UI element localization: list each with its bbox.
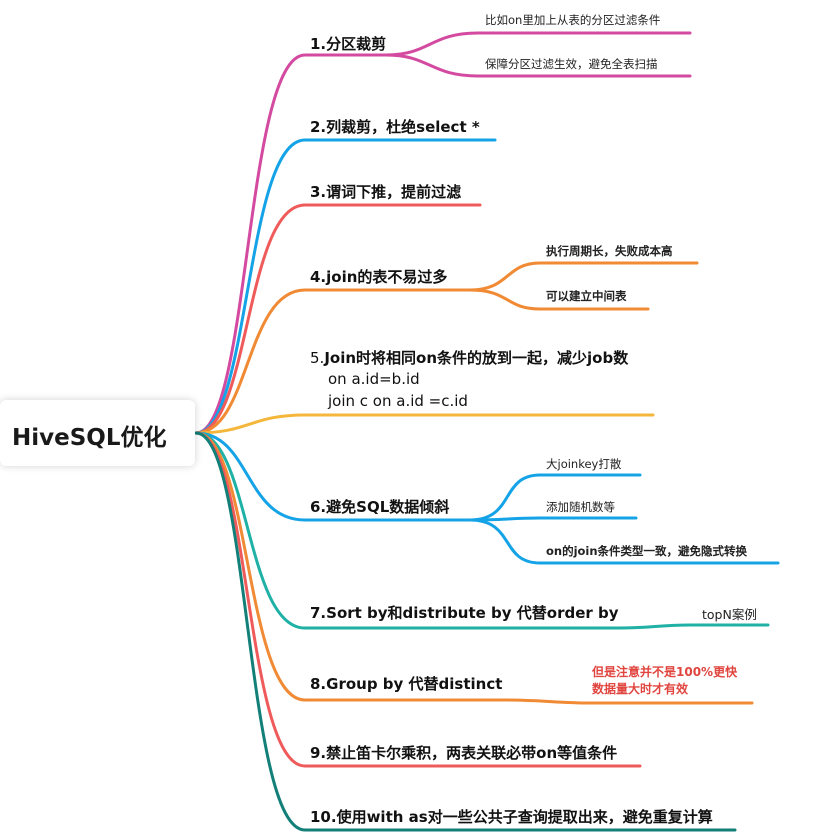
branch-1-child-1[interactable]: 比如on里加上从表的分区过滤条件	[485, 13, 661, 27]
connector-branch-10	[194, 431, 737, 832]
branch-8-label[interactable]: 8.Group by 代替distinct	[310, 675, 503, 693]
branch-9-label[interactable]: 9.禁止笛卡尔乘积，两表关联必带on等值条件	[310, 744, 618, 762]
branch-7-child-1[interactable]: topN案例	[702, 607, 757, 622]
branch-6-child-1[interactable]: 大joinkey打散	[546, 457, 622, 471]
branch-1-label[interactable]: 1.分区裁剪	[310, 35, 387, 53]
branch-8-note-line-2: 数据量大时才有效	[592, 682, 689, 696]
branch-10-label[interactable]: 10.使用with as对一些公共子查询提取出来，避免重复计算	[310, 808, 713, 826]
branch-4-label[interactable]: 4.join的表不易过多	[310, 268, 448, 286]
branch-7-label[interactable]: 7.Sort by和distribute by 代替order by	[310, 604, 619, 622]
branch-4-child-1[interactable]: 执行周期长，失败成本高	[546, 244, 673, 258]
branch-5-code-line-2: join c on a.id =c.id	[328, 392, 468, 410]
connector-branch-5	[194, 413, 655, 435]
connector-branch-9	[194, 431, 642, 768]
branch-5-code-line-1: on a.id=b.id	[328, 370, 420, 388]
connector-branch-4	[194, 288, 472, 435]
connector-branch-8	[194, 431, 507, 702]
branch-1-child-2[interactable]: 保障分区过滤生效，避免全表扫描	[485, 57, 658, 71]
branch-4-child-2[interactable]: 可以建立中间表	[546, 289, 627, 303]
branch-5-prefix: 5.	[310, 349, 325, 367]
connector-branch-1	[194, 53, 388, 435]
branch-6-child-2[interactable]: 添加随机数等	[546, 500, 615, 514]
connector-branch-2	[194, 138, 497, 435]
connector-branch-6	[194, 431, 472, 522]
branch-6-child-3[interactable]: on的join条件类型一致，避免隐式转换	[546, 544, 748, 558]
connector-branch-7	[194, 431, 622, 630]
root-label: HiveSQL优化	[12, 425, 167, 451]
root-node[interactable]	[0, 400, 195, 466]
branch-3-label[interactable]: 3.谓词下推，提前过滤	[310, 183, 462, 201]
branch-5-label[interactable]: 5.Join时将相同on条件的放到一起，减少job数	[310, 347, 628, 368]
branch-8-note-line-1: 但是注意并不是100%更快	[592, 665, 738, 679]
connector-branch-3	[194, 203, 482, 435]
branch-6-label[interactable]: 6.避免SQL数据倾斜	[310, 498, 450, 516]
branch-5-main: Join时将相同on条件的放到一起，减少job数	[324, 349, 629, 367]
branch-2-label[interactable]: 2.列裁剪，杜绝select *	[310, 118, 480, 136]
